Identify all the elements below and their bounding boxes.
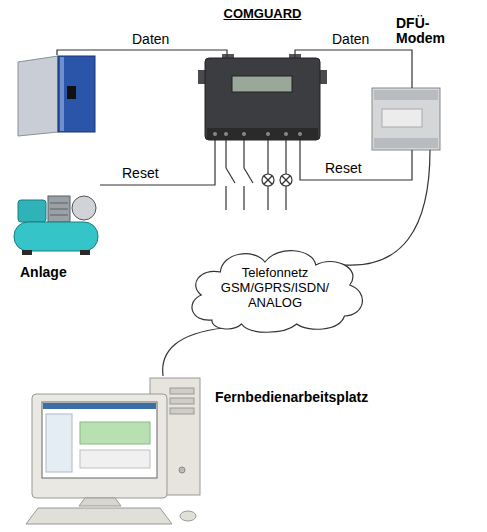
lamp-symbol [280,174,292,186]
terminal [284,132,288,136]
fin [50,203,68,204]
device-label: COMGUARD [165,6,360,21]
foot [80,250,90,255]
device-display [232,76,292,92]
connector-line [163,328,223,376]
controller-box: COMGUARD [205,58,320,140]
remote-workstation: Fernbedienarbeitsplatz [28,376,203,526]
connector-label: Reset [120,165,161,182]
drive-bay [170,408,194,414]
plant-equipment: Anlage [10,55,100,255]
device-label: Anlage [20,265,100,280]
lamp-cross [282,176,290,184]
control-cabinet [18,56,95,136]
fin [50,209,68,210]
compressor-head [48,196,70,222]
device-label: Fernbedienarbeitsplatz [215,390,368,405]
fan [72,196,96,220]
network-cloud: Telefonnetz GSM/GPRS/ISDN/ ANALOG [180,240,371,335]
switch-symbol [226,168,235,183]
foot [22,250,32,255]
connector-line [100,140,215,185]
connector-line [295,50,412,88]
cabinet-highlight [60,57,64,131]
device-label: DFÜ-Modem [396,16,446,46]
lamp-wire [285,186,286,210]
window-panel [80,450,150,468]
screen [42,402,157,478]
window-title [43,403,156,409]
mouse [180,511,196,521]
cabinet-front [58,56,95,132]
motor [18,200,46,222]
modem-box: DFÜ-Modem [372,88,440,150]
keyboard [26,508,172,524]
terminal [213,132,217,136]
switch-wire [243,140,244,168]
window-panel [80,422,150,444]
lamp-wire [285,140,286,174]
network-label: Telefonnetz GSM/GPRS/ISDN/ ANALOG [216,265,334,310]
controller-device [198,54,327,140]
switch-wire [243,186,244,210]
terminal [224,132,228,136]
cabinet-display [67,86,76,99]
lamp-cross [264,176,272,184]
drive-bay [170,388,194,394]
window-panel [46,414,72,472]
terminal [242,132,246,136]
connector-label: Reset [323,160,364,177]
connector-line [300,140,412,180]
switch-wire [225,140,226,168]
lamp-symbol [262,174,274,186]
terminal [266,132,270,136]
modem-body [372,88,440,150]
lamp-wire [267,140,268,174]
computer [26,378,200,524]
terminal-strip [207,128,318,140]
lamp-cross [264,176,272,184]
drive-bay [170,398,194,404]
terminal-row [374,90,438,100]
cabinet-side [18,56,58,136]
connector-label: Daten [130,31,171,48]
device-body [205,58,320,140]
power-button [179,467,185,473]
switch-wire [225,186,226,210]
tank [14,222,98,251]
modem-plate [382,109,422,127]
monitor [32,394,167,498]
terminal [298,132,302,136]
io-wiring [226,140,292,210]
fin [50,215,68,216]
connector-line [57,50,227,58]
monitor-stand [79,498,121,506]
lamp-wire [267,186,268,210]
compressor [14,196,98,255]
cloud-shape [191,251,361,333]
connector-label: Daten [330,31,371,48]
modem-device [372,88,440,150]
terminal-row [374,138,438,148]
lamp-cross [282,176,290,184]
switch-symbol [244,168,253,183]
